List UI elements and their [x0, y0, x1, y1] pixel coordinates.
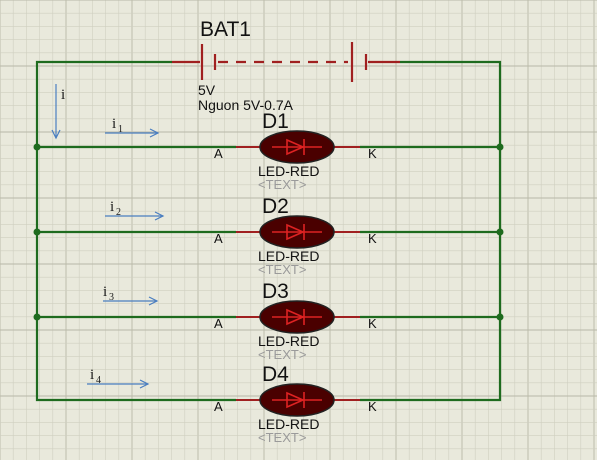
led-d3[interactable]: D3A K LED-RED<TEXT> — [214, 280, 377, 362]
led-text-placeholder: <TEXT> — [258, 177, 306, 192]
led-pin-k-label: K — [368, 231, 377, 246]
led-pin-a-label: A — [214, 399, 223, 414]
led-value-label: LED-RED — [258, 248, 319, 264]
led-ref-label: D2 — [262, 195, 289, 218]
battery-ref-label: BAT1 — [200, 18, 251, 41]
junction-dot — [33, 228, 41, 236]
main-current-indicator: i — [51, 84, 65, 140]
led-pin-a-label: A — [214, 146, 223, 161]
junction-dot — [496, 143, 504, 151]
wires — [33, 60, 504, 402]
main-current-label: i — [61, 87, 65, 103]
led-text-placeholder: <TEXT> — [258, 347, 306, 362]
led-ref-label: D4 — [262, 363, 289, 386]
branch-current-arrowhead — [139, 379, 150, 389]
branch-current-arrowhead — [149, 128, 160, 138]
branch-current-subscript: 4 — [96, 375, 101, 386]
branch-current-arrowhead — [154, 211, 165, 221]
main-current-arrowhead — [51, 129, 61, 140]
led-pin-k-label: K — [368, 316, 377, 331]
led-value-label: LED-RED — [258, 333, 319, 349]
led-pin-a-label: A — [214, 316, 223, 331]
branch-current-arrowhead — [148, 296, 159, 306]
led-d2[interactable]: D2A K LED-RED<TEXT> — [214, 195, 377, 277]
branch-current-subscript: 3 — [109, 292, 114, 303]
led-text-placeholder: <TEXT> — [258, 262, 306, 277]
led-ref-label: D3 — [262, 280, 289, 303]
led-d4[interactable]: D4A K LED-RED<TEXT> — [214, 363, 377, 445]
junction-dot — [496, 313, 504, 321]
led-ref-label: D1 — [262, 110, 289, 133]
branch-current-label: i — [90, 367, 94, 383]
junction-dot — [33, 143, 41, 151]
branch-current-label: i — [110, 199, 114, 215]
branch-current-subscript: 1 — [118, 124, 123, 135]
led-pin-k-label: K — [368, 399, 377, 414]
junction-dot — [496, 228, 504, 236]
battery-description-label: Nguon 5V-0.7A — [198, 97, 294, 113]
led-text-placeholder: <TEXT> — [258, 430, 306, 445]
diode-triangle — [286, 308, 305, 326]
led-pin-k-label: K — [368, 146, 377, 161]
led-value-label: LED-RED — [258, 163, 319, 179]
diode-triangle — [286, 138, 305, 156]
led-value-label: LED-RED — [258, 416, 319, 432]
branch-current-label: i — [112, 116, 116, 132]
diode-triangle — [286, 391, 305, 409]
led-d1[interactable]: D1A K LED-RED<TEXT> — [214, 110, 377, 192]
junction-dot — [33, 313, 41, 321]
branch-current-subscript: 2 — [116, 207, 121, 218]
diode-triangle — [286, 223, 305, 241]
battery-voltage-label: 5V — [198, 82, 216, 98]
led-pin-a-label: A — [214, 231, 223, 246]
battery-bat1[interactable]: BAT1 5V Nguon 5V-0.7A — [172, 18, 400, 113]
branch-current-label: i — [103, 284, 107, 300]
